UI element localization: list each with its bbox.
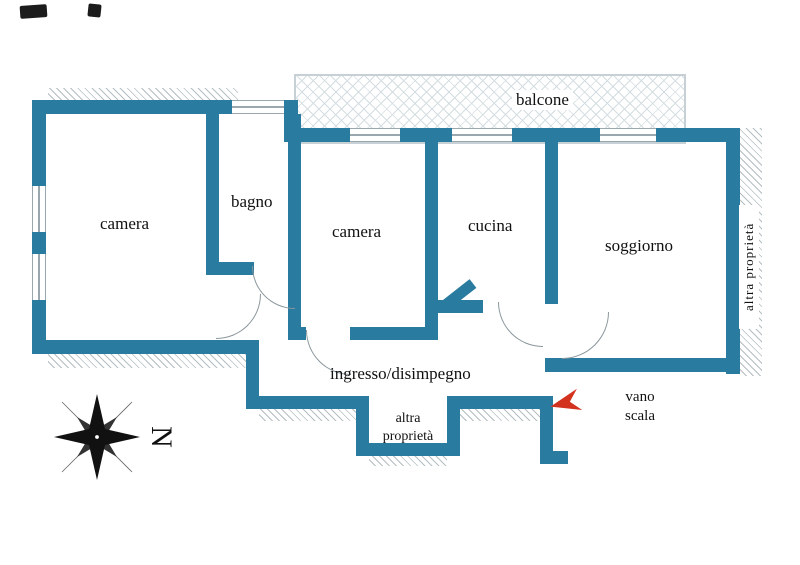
wall (512, 128, 600, 142)
wall (545, 358, 740, 372)
wall (447, 396, 460, 456)
wall (425, 142, 438, 340)
window (452, 128, 512, 142)
entrance-arrow-icon (550, 388, 583, 411)
room-label-bagno: bagno (231, 192, 273, 211)
wall (246, 340, 259, 408)
wall (246, 396, 362, 409)
wall (447, 396, 545, 409)
wall (206, 114, 219, 275)
door-arc-cucina (498, 302, 543, 347)
window (32, 254, 46, 300)
wall (545, 142, 558, 304)
wall (540, 451, 568, 464)
wall (656, 128, 740, 142)
room-label-balcone: balcone (512, 90, 573, 110)
wall (400, 128, 452, 142)
hatch-strip-below-box (369, 456, 447, 466)
door-arc-camera-left (216, 294, 261, 339)
stamp-mark (87, 3, 102, 18)
door-arc-soggiorno (562, 312, 609, 359)
wall (425, 300, 483, 313)
window (350, 128, 400, 142)
room-label-camera-left: camera (100, 214, 150, 233)
compass-rose-icon (54, 394, 140, 480)
wall (540, 396, 553, 464)
wall (206, 262, 254, 275)
wall (32, 340, 248, 354)
wall (726, 128, 740, 374)
room-label-cucina: cucina (468, 216, 513, 235)
wall (356, 443, 460, 456)
hatch-strip-left-bottom (48, 354, 248, 368)
window (32, 186, 46, 232)
label-altra-proprieta-bottom: altra proprietà (382, 411, 434, 444)
stamp-mark (19, 4, 48, 19)
wall (32, 100, 232, 114)
window (600, 128, 656, 142)
room-label-soggiorno: soggiorno (605, 236, 673, 255)
room-label-camera-mid: camera (332, 222, 382, 241)
wall (350, 327, 428, 340)
label-vano-scala: vano scala (625, 389, 655, 424)
wall (356, 396, 369, 456)
hatch-strip-bottom-right (460, 409, 540, 421)
wall (288, 327, 306, 340)
label-altra-proprieta-right: altra proprietà (739, 205, 759, 329)
hatch-strip-bottom-left (259, 409, 356, 421)
window (232, 100, 284, 114)
compass-north-letter: N (144, 426, 178, 448)
room-label-ingresso: ingresso/disimpegno (330, 364, 471, 383)
hatch-strip-top (48, 88, 238, 100)
